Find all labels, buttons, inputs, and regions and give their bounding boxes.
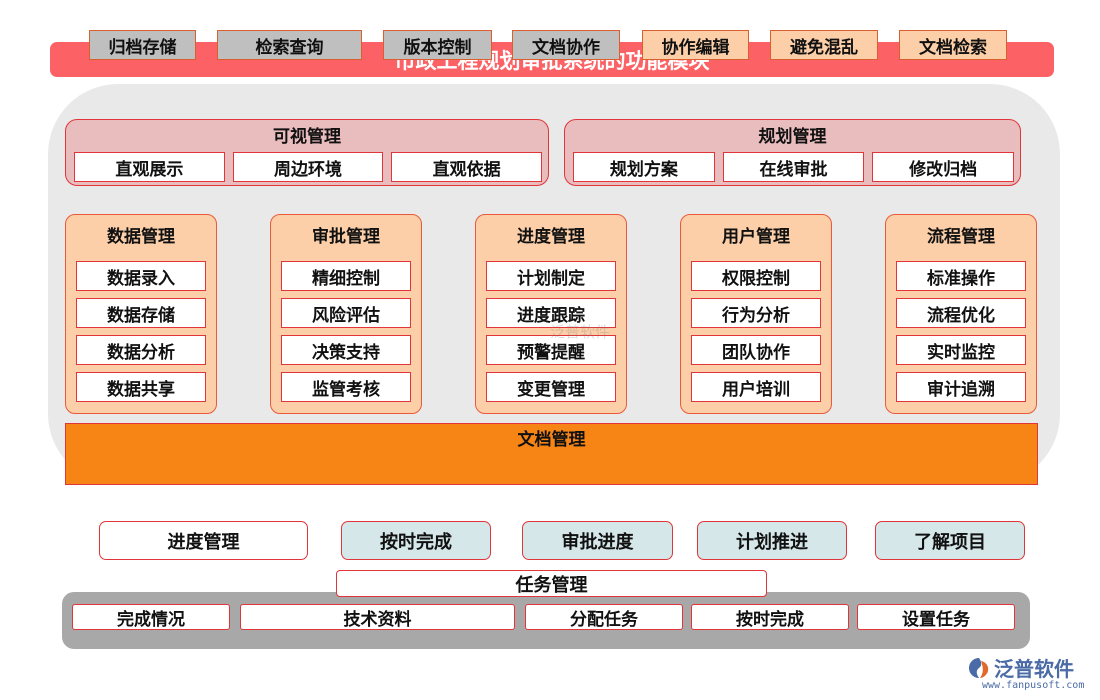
logo-url: www.fanpusoft.com bbox=[982, 680, 1085, 691]
column-item: 风险评估 bbox=[281, 298, 411, 328]
doc-item: 版本控制 bbox=[383, 30, 492, 60]
planning-item: 在线审批 bbox=[722, 152, 865, 182]
column-item: 用户培训 bbox=[691, 372, 821, 402]
task-item: 技术资料 bbox=[240, 604, 515, 630]
brand-logo: 泛普软件 www.fanpusoft.com bbox=[968, 653, 1096, 697]
task-item: 按时完成 bbox=[691, 604, 849, 630]
progress-row-item: 计划推进 bbox=[697, 521, 847, 560]
watermark: 泛普软件 bbox=[549, 322, 610, 341]
column-item: 决策支持 bbox=[281, 335, 411, 365]
column-item: 进度跟踪 bbox=[486, 298, 616, 328]
doc-item: 文档协作 bbox=[512, 30, 620, 60]
data-management-column: 数据管理 数据录入 数据存储 数据分析 数据共享 bbox=[65, 214, 217, 414]
column-title: 用户管理 bbox=[722, 227, 790, 247]
visual-item: 直观展示 bbox=[74, 152, 225, 182]
column-title: 流程管理 bbox=[927, 227, 995, 247]
column-item: 标准操作 bbox=[896, 261, 1026, 291]
logo-icon bbox=[969, 658, 989, 678]
planning-item: 规划方案 bbox=[573, 152, 715, 182]
user-management-column: 用户管理 权限控制 行为分析 团队协作 用户培训 bbox=[680, 214, 832, 414]
document-management-panel: 文档管理 bbox=[65, 423, 1038, 485]
column-item: 变更管理 bbox=[486, 372, 616, 402]
column-item: 数据共享 bbox=[76, 372, 206, 402]
column-item: 实时监控 bbox=[896, 335, 1026, 365]
column-item: 流程优化 bbox=[896, 298, 1026, 328]
column-title: 审批管理 bbox=[312, 227, 380, 247]
task-item: 完成情况 bbox=[72, 604, 230, 630]
doc-item: 协作编辑 bbox=[642, 30, 749, 60]
column-item: 行为分析 bbox=[691, 298, 821, 328]
task-item: 设置任务 bbox=[857, 604, 1015, 630]
column-item: 预警提醒 bbox=[486, 335, 616, 365]
progress-row-item: 按时完成 bbox=[341, 521, 491, 560]
visual-management-panel: 可视管理 直观展示 周边环境 直观依据 bbox=[65, 119, 549, 186]
planning-item: 修改归档 bbox=[872, 152, 1015, 182]
visual-management-title: 可视管理 bbox=[273, 127, 341, 147]
document-management-title: 文档管理 bbox=[517, 430, 586, 450]
task-management-title: 任务管理 bbox=[336, 570, 767, 597]
visual-item: 直观依据 bbox=[391, 152, 543, 182]
progress-row-item: 进度管理 bbox=[99, 521, 308, 560]
column-item: 权限控制 bbox=[691, 261, 821, 291]
column-item: 数据录入 bbox=[76, 261, 206, 291]
column-item: 数据存储 bbox=[76, 298, 206, 328]
column-title: 进度管理 bbox=[517, 227, 585, 247]
approval-management-column: 审批管理 精细控制 风险评估 决策支持 监管考核 bbox=[270, 214, 422, 414]
workflow-management-column: 流程管理 标准操作 流程优化 实时监控 审计追溯 bbox=[885, 214, 1037, 414]
planning-management-panel: 规划管理 规划方案 在线审批 修改归档 bbox=[564, 119, 1021, 186]
logo-name: 泛普软件 bbox=[994, 657, 1074, 681]
column-item: 数据分析 bbox=[76, 335, 206, 365]
column-item: 监管考核 bbox=[281, 372, 411, 402]
column-title: 数据管理 bbox=[107, 227, 175, 247]
planning-management-title: 规划管理 bbox=[758, 127, 827, 147]
visual-item: 周边环境 bbox=[232, 152, 384, 182]
column-item: 精细控制 bbox=[281, 261, 411, 291]
progress-row-item: 了解项目 bbox=[875, 521, 1025, 560]
progress-management-column: 进度管理 计划制定 进度跟踪 预警提醒 变更管理 bbox=[475, 214, 627, 414]
column-item: 计划制定 bbox=[486, 261, 616, 291]
doc-item: 文档检索 bbox=[899, 30, 1007, 60]
doc-item: 检索查询 bbox=[217, 30, 362, 60]
task-item: 分配任务 bbox=[525, 604, 683, 630]
column-item: 审计追溯 bbox=[896, 372, 1026, 402]
column-item: 团队协作 bbox=[691, 335, 821, 365]
doc-item: 归档存储 bbox=[89, 30, 196, 60]
progress-row-item: 审批进度 bbox=[522, 521, 673, 560]
doc-item: 避免混乱 bbox=[770, 30, 878, 60]
